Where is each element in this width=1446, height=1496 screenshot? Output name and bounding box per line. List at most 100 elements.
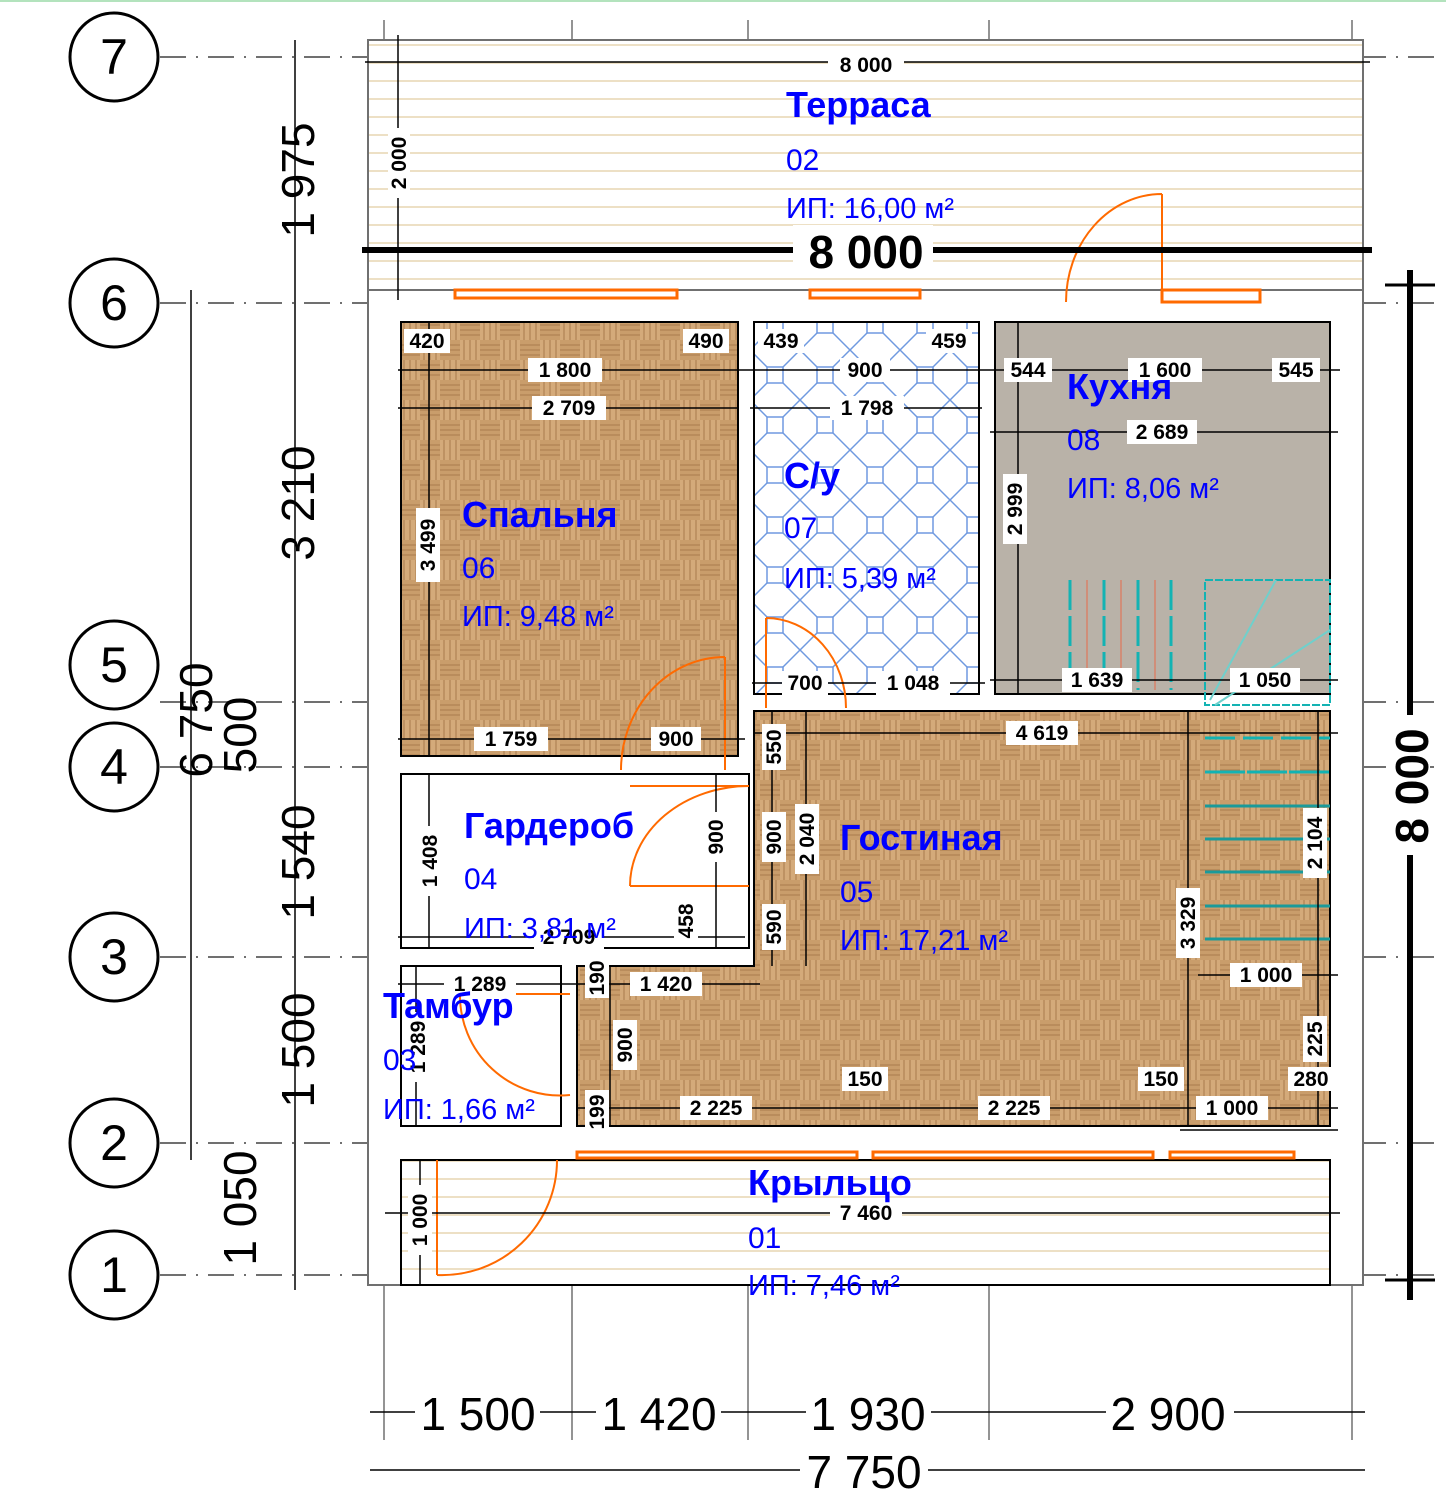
dim-living-notch-width: 1 420 xyxy=(640,973,693,996)
dim-bathroom-door: 700 xyxy=(787,672,822,695)
dim-living-bottom-corner: 280 xyxy=(1293,1068,1328,1091)
room-porch-area: ИП: 7,46 м² xyxy=(748,1270,900,1302)
dim-bathroom-window: 900 xyxy=(847,359,882,382)
axis-4-label: 4 xyxy=(100,739,128,795)
room-living-area: ИП: 17,21 м² xyxy=(840,925,1008,957)
windows xyxy=(453,288,1296,1160)
dim-living-left-total: 2 040 xyxy=(796,813,819,866)
axis-7-bubble: 7 xyxy=(68,11,160,103)
room-terrace: Терраса 02 ИП: 16,00 м² xyxy=(786,84,954,225)
dim-living-bottom-window-1: 2 225 xyxy=(690,1097,743,1120)
dim-living-left-door: 900 xyxy=(763,819,786,854)
dim-bedroom-right-pier: 490 xyxy=(688,330,723,353)
dim-bathroom-left-pier: 439 xyxy=(763,330,798,353)
axis-1-bubble: 1 xyxy=(68,1229,160,1321)
room-bathroom-area: ИП: 5,39 м² xyxy=(784,563,936,595)
room-vestibule: Тамбур 03 ИП: 1,66 м² xyxy=(383,985,535,1126)
dim-terrace-depth: 2 000 xyxy=(388,137,411,190)
dim-living-right-upper: 2 104 xyxy=(1304,816,1327,869)
room-kitchen: Кухня 08 ИП: 8,06 м² xyxy=(1067,366,1219,505)
axis-6-label: 6 xyxy=(100,275,128,331)
dim-bathroom-right-pier: 459 xyxy=(931,330,966,353)
dim-bedroom-left-pier: 420 xyxy=(409,330,444,353)
room-porch-name: Крыльцо xyxy=(748,1162,912,1203)
axis-2-label: 2 xyxy=(100,1115,128,1171)
dim-vestibule-height: 1 289 xyxy=(407,1021,430,1074)
room-living-name: Гостиная xyxy=(840,817,1003,858)
dim-6750: 6 750 xyxy=(170,662,222,777)
dim-top-8000: 8 000 xyxy=(808,226,923,278)
dim-living-left-top: 550 xyxy=(763,729,786,764)
dim-1500: 1 500 xyxy=(272,992,324,1107)
axis-5-bubble: 5 xyxy=(68,619,160,711)
room-kitchen-area: ИП: 8,06 м² xyxy=(1067,473,1219,505)
dim-living-bottom-pier-2: 150 xyxy=(1143,1068,1178,1091)
room-bathroom-number: 07 xyxy=(784,512,817,545)
bottom-dimensions: 1 500 1 420 1 930 2 900 7 750 xyxy=(370,1388,1365,1496)
room-bedroom-area: ИП: 9,48 м² xyxy=(462,601,614,633)
dim-wardrobe-door-below: 458 xyxy=(675,903,698,938)
bedroom-floor xyxy=(400,321,739,757)
dim-bottom-2900: 2 900 xyxy=(1110,1388,1225,1440)
dim-kitchen-bottom-left: 1 639 xyxy=(1071,669,1124,692)
dim-living-notch-top: 190 xyxy=(586,960,609,995)
dim-living-stair-height: 3 329 xyxy=(1177,897,1200,950)
room-wardrobe-number: 04 xyxy=(464,863,497,896)
room-kitchen-name: Кухня xyxy=(1067,366,1172,407)
room-porch-number: 01 xyxy=(748,1222,781,1255)
room-terrace-name: Терраса xyxy=(786,84,932,125)
axis-6-bubble: 6 xyxy=(68,257,160,349)
dim-living-top: 4 619 xyxy=(1016,722,1069,745)
bathroom-floor xyxy=(753,321,980,695)
dim-living-bottom-window-2: 2 225 xyxy=(988,1097,1041,1120)
dim-500: 500 xyxy=(214,697,266,774)
dim-bottom-1420: 1 420 xyxy=(601,1388,716,1440)
dim-living-left-bottom: 590 xyxy=(763,909,786,944)
room-wardrobe-area: ИП: 3,81 м² xyxy=(464,913,616,945)
dim-kitchen-height: 2 999 xyxy=(1004,483,1027,536)
axis-3-label: 3 xyxy=(100,929,128,985)
dim-living-right-lower: 225 xyxy=(1304,1021,1327,1056)
room-vestibule-number: 03 xyxy=(383,1044,416,1077)
room-bathroom-name: С/у xyxy=(784,455,840,496)
left-dimensions: 1 975 3 210 500 1 540 1 500 1 050 6 750 xyxy=(170,40,324,1290)
dim-bathroom-width: 1 798 xyxy=(841,397,894,420)
top-dimensions: 8 000 8 000 2 000 xyxy=(362,35,1372,300)
room-kitchen-number: 08 xyxy=(1067,424,1100,457)
dim-kitchen-window: 1 600 xyxy=(1139,359,1192,382)
dim-vestibule-width: 1 289 xyxy=(454,973,507,996)
kitchen-floor xyxy=(994,321,1331,695)
axis-2-bubble: 2 xyxy=(68,1097,160,1189)
dim-living-bottom-pier-1: 150 xyxy=(847,1068,882,1091)
room-bedroom-name: Спальня xyxy=(462,494,618,535)
dim-bottom-7750: 7 750 xyxy=(806,1446,921,1496)
room-bedroom: Спальня 06 ИП: 9,48 м² xyxy=(462,494,618,633)
dim-bottom-1930: 1 930 xyxy=(810,1388,925,1440)
axis-5-label: 5 xyxy=(100,637,128,693)
dim-1540: 1 540 xyxy=(272,804,324,919)
room-living-number: 05 xyxy=(840,876,873,909)
dim-terrace-width: 8 000 xyxy=(840,54,893,77)
dim-wardrobe-width: 2 709 xyxy=(543,926,596,949)
dim-bathroom-door-right: 1 048 xyxy=(887,672,940,695)
axis-4-bubble: 4 xyxy=(68,721,160,813)
dim-1050: 1 050 xyxy=(214,1150,266,1265)
dim-right-8000: 8 000 xyxy=(1386,728,1438,843)
room-living: Гостиная 05 ИП: 17,21 м² xyxy=(840,817,1008,957)
dim-bedroom-door-left: 1 759 xyxy=(485,728,538,751)
axis-7-label: 7 xyxy=(100,29,128,85)
dim-porch-width: 7 460 xyxy=(840,1202,893,1225)
dim-bedroom-height: 3 499 xyxy=(417,519,440,572)
axis-3-bubble: 3 xyxy=(68,911,160,1003)
room-terrace-area: ИП: 16,00 м² xyxy=(786,193,954,225)
room-wardrobe-name: Гардероб xyxy=(464,805,634,846)
dim-bedroom-window: 1 800 xyxy=(539,359,592,382)
dim-porch-depth: 1 000 xyxy=(409,1194,432,1247)
axis-1-label: 1 xyxy=(100,1247,128,1303)
dim-living-notch-bottom: 199 xyxy=(586,1094,609,1129)
dim-bottom-1500: 1 500 xyxy=(420,1388,535,1440)
dim-kitchen-width: 2 689 xyxy=(1136,421,1189,444)
room-bathroom: С/у 07 ИП: 5,39 м² xyxy=(784,455,936,595)
room-terrace-number: 02 xyxy=(786,144,819,177)
dim-living-stair-width: 1 000 xyxy=(1240,964,1293,987)
